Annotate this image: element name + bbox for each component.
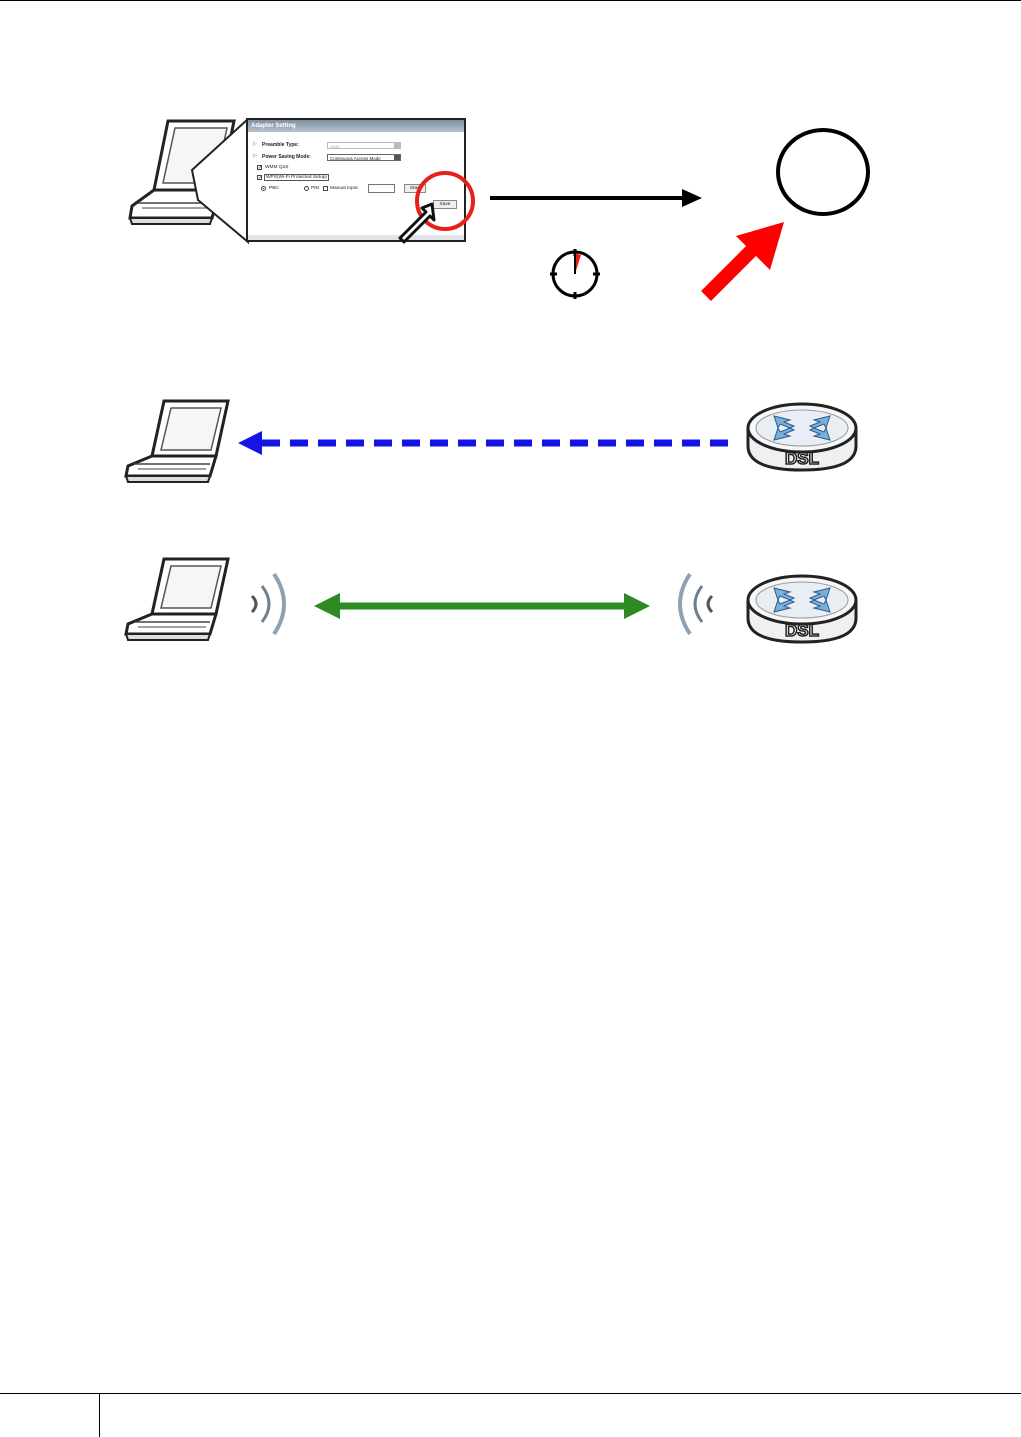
wireless-signal-icon: [666, 568, 718, 638]
pin-radio[interactable]: [304, 186, 309, 191]
wmm-qos-label: WMM QoS: [265, 165, 288, 170]
pbc-label: PBC: [269, 186, 279, 191]
expand-icon: ▷: [253, 153, 257, 159]
wps-label: WPS(Wi-Fi Protected Setup): [264, 174, 329, 181]
window-title: Adapter Setting: [248, 120, 464, 132]
wmm-qos-checkbox[interactable]: ✓: [257, 165, 262, 170]
wps-checkbox[interactable]: ✓: [257, 175, 262, 180]
header-rule: [0, 0, 1021, 1]
preamble-type-label: Preamble Type:: [262, 142, 299, 148]
timer-icon: [548, 247, 602, 301]
power-saving-select[interactable]: Continuous Access Mode: [327, 154, 401, 161]
laptop-icon: [124, 556, 234, 642]
double-arrow-icon: [312, 590, 652, 622]
footer-rule: [0, 1393, 1021, 1394]
pbc-radio[interactable]: [261, 186, 266, 191]
laptop-icon: [124, 398, 234, 484]
router-button-circle: [776, 128, 870, 216]
dsl-router-icon: DSL: [744, 400, 860, 474]
power-saving-label: Power Saving Mode:: [262, 154, 311, 160]
manual-input-checkbox[interactable]: [323, 186, 328, 191]
pin-label: PIN: [311, 186, 319, 191]
dsl-router-icon: DSL: [744, 572, 860, 646]
press-arrow-icon: [698, 218, 788, 302]
pin-input[interactable]: [368, 184, 395, 193]
page-number-box: [0, 1393, 100, 1437]
router-label: DSL: [785, 449, 819, 468]
expand-icon: ▷: [253, 141, 257, 147]
router-label: DSL: [785, 621, 819, 640]
preamble-type-select[interactable]: Auto: [327, 142, 401, 149]
save-highlight-overlay: [392, 168, 496, 246]
dashed-arrow-icon: [236, 428, 736, 458]
arrow-right-icon: [488, 186, 704, 210]
callout-wedge: [190, 118, 250, 244]
wireless-signal-icon: [246, 568, 298, 638]
manual-input-label: Manual Input: [330, 186, 358, 191]
